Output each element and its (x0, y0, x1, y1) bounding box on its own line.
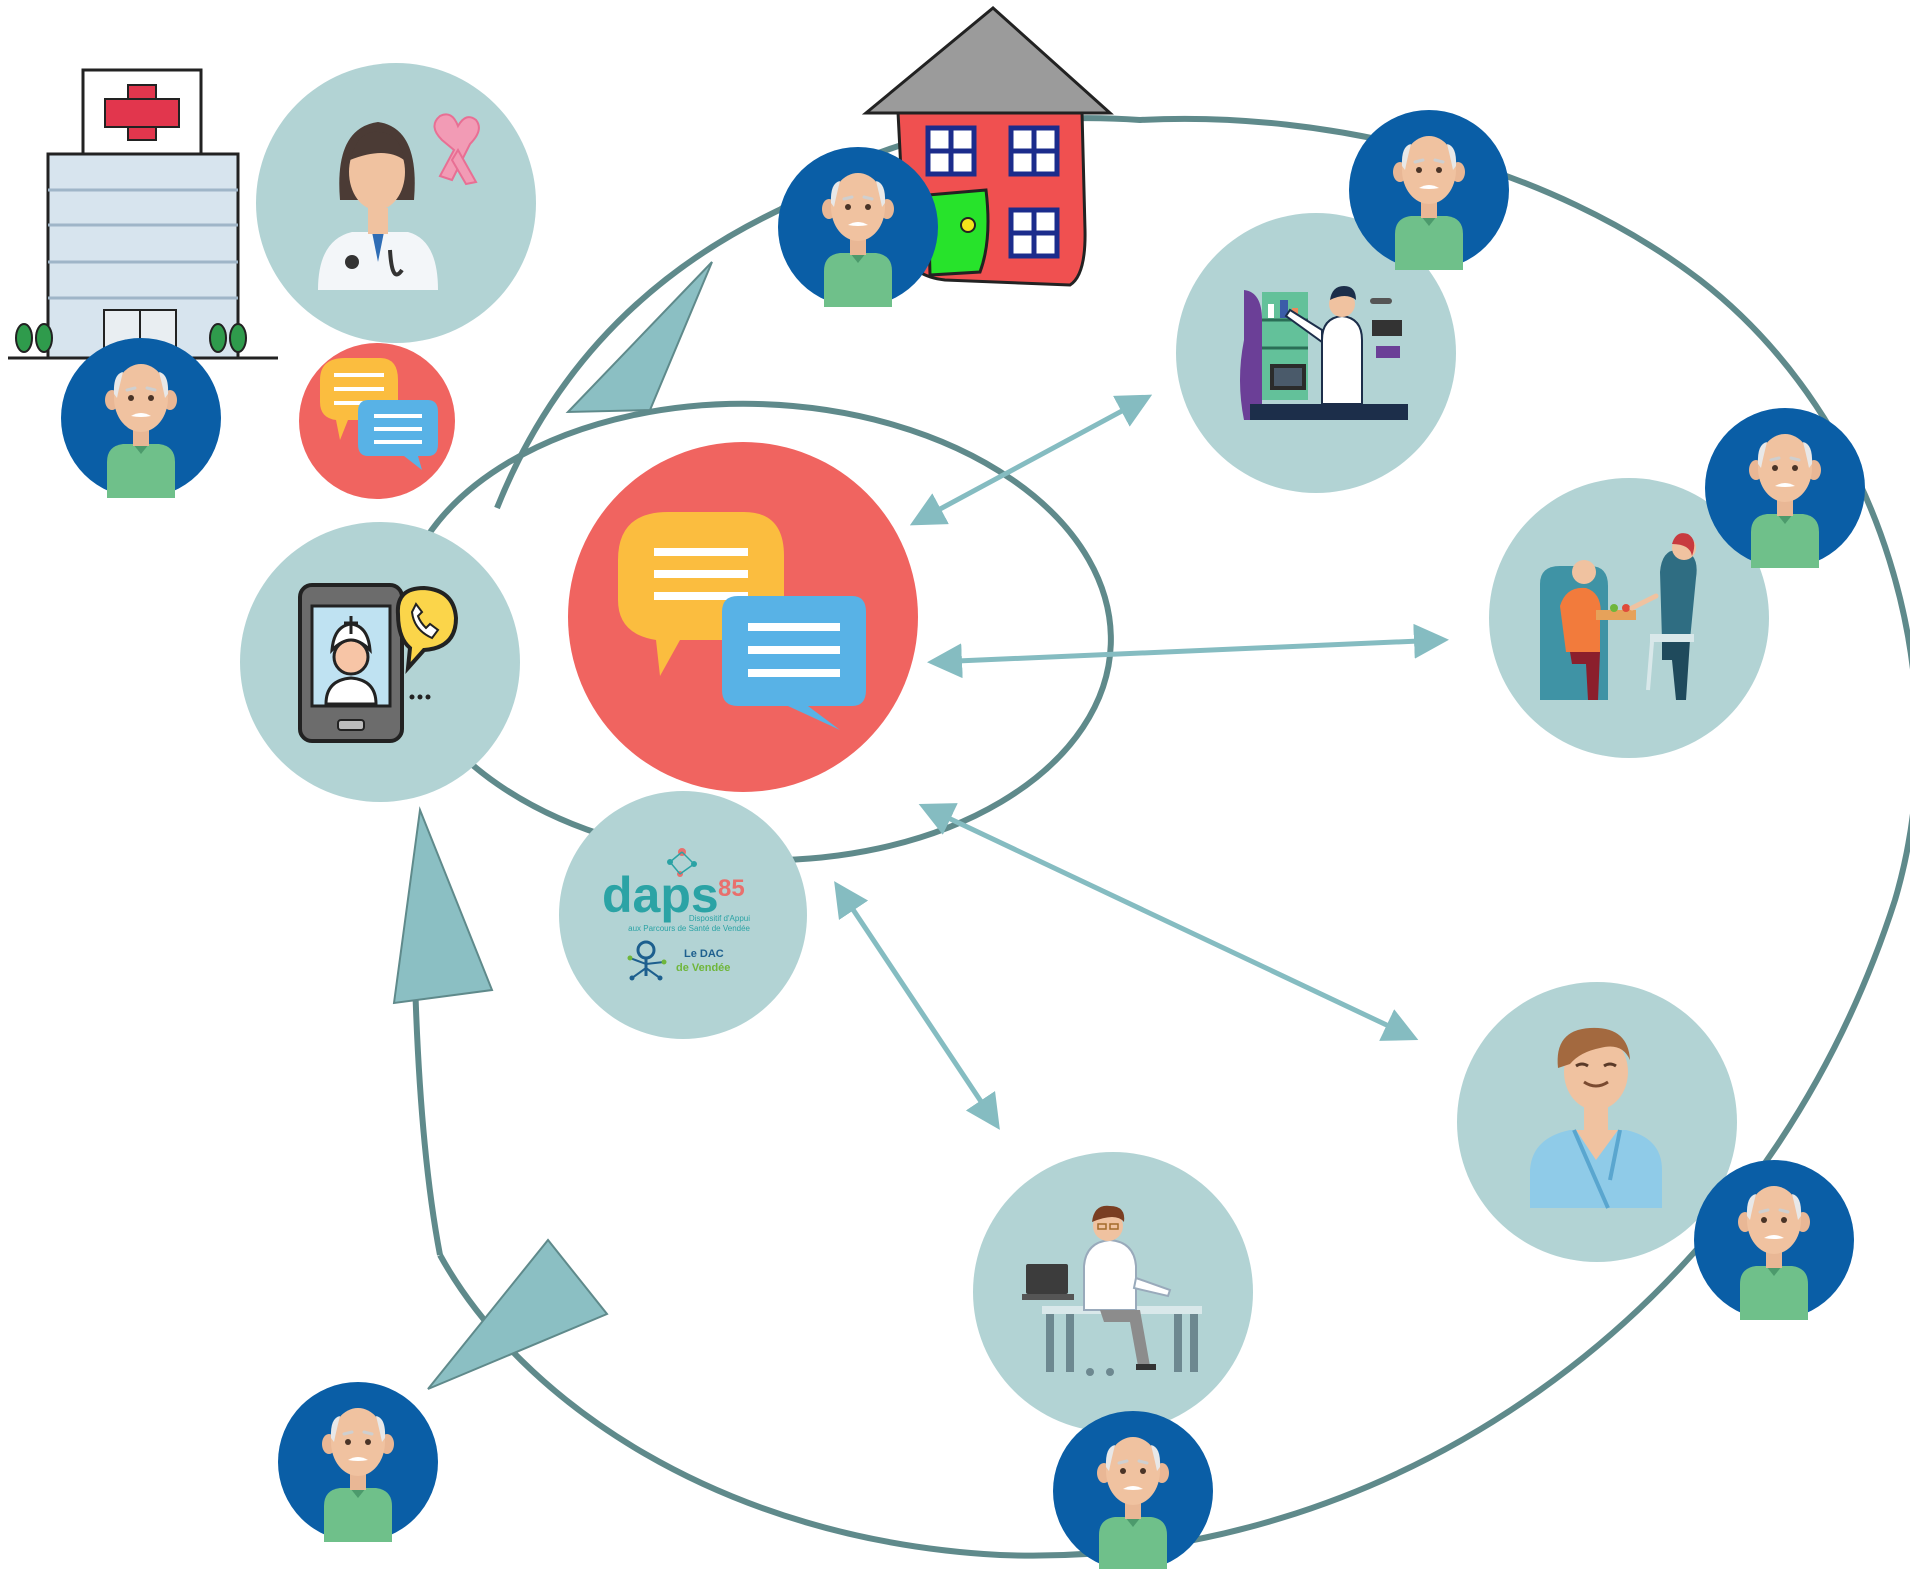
teleconsultation-phone-icon (298, 583, 459, 743)
daps-tagline-line2: aux Parcours de Santé de Vendée (628, 924, 750, 933)
elderly-patient-icon (1692, 1158, 1856, 1322)
dac-line2: de Vendée (676, 962, 730, 974)
node-nurse (1457, 982, 1737, 1262)
outer-orbit-lower (412, 979, 443, 1256)
link-pharmacist (909, 394, 1153, 526)
flow-arrowheads (392, 261, 713, 1390)
outer-orbit (437, 115, 1910, 1559)
link-home-care-aide (927, 623, 1449, 679)
daps-network-icon (667, 848, 697, 877)
daps-brand-number: 85 (718, 875, 745, 902)
dac-line1: Le DAC (684, 948, 724, 960)
arrowhead-entry (427, 1238, 609, 1390)
link-nurse (918, 803, 1419, 1041)
node-daps85: daps 85 Dispositif d'Appui aux Parcours … (559, 791, 807, 1039)
daps-tagline-line1: Dispositif d'Appui (689, 914, 750, 923)
central-hub (568, 442, 918, 792)
dac-network-icon (627, 940, 667, 981)
pharmacist-icon (1240, 286, 1408, 420)
arrowhead-up-center (392, 806, 494, 1005)
node-oncologist (256, 63, 536, 343)
elderly-patient-icon (1703, 406, 1867, 570)
node-coordination-chat (299, 343, 455, 499)
house-icon (861, 6, 1114, 287)
node-home-care-aide (1489, 478, 1769, 758)
oncologist-doctor-icon (318, 113, 480, 290)
hospital-icon (8, 68, 278, 360)
nurse-icon (1530, 1027, 1662, 1209)
chat-bubbles-icon (618, 512, 866, 730)
node-general-practitioner (973, 1152, 1253, 1432)
arrowhead-up-left (565, 261, 713, 414)
elderly-patient-icon (1347, 108, 1511, 272)
home-care-aide-icon (1540, 533, 1697, 700)
node-teleconsultation (240, 522, 520, 802)
elderly-patient-icon (59, 336, 223, 500)
chat-bubbles-icon (320, 358, 438, 470)
elderly-patient-icon (276, 1380, 440, 1544)
node-pharmacist (1176, 213, 1456, 493)
elderly-patient-icon (776, 145, 940, 309)
link-general-practitioner (834, 881, 1000, 1130)
daps-brand: daps (602, 867, 719, 923)
doctor-desk-icon (1022, 1205, 1202, 1376)
hub-links (834, 394, 1449, 1130)
elderly-patient-icon (1051, 1409, 1215, 1569)
